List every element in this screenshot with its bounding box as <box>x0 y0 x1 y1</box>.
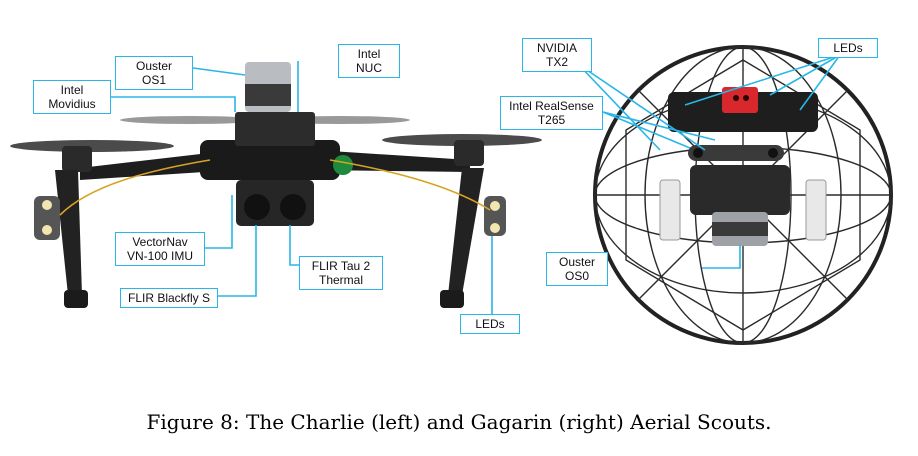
charlie-drone <box>10 62 542 308</box>
realsense-t265 <box>688 145 784 161</box>
callout-intel-realsense: Intel RealSense T265 <box>500 96 603 130</box>
callout-intel-movidius: Intel Movidius <box>33 80 111 114</box>
blackfly-lens <box>244 194 270 220</box>
thermal-lens <box>280 194 306 220</box>
callout-nvidia-tx2: NVIDIA TX2 <box>522 38 592 72</box>
tx2-port-2 <box>743 95 749 101</box>
center-body <box>200 140 340 180</box>
wire-right <box>329 159 491 211</box>
led-right-2 <box>490 223 500 233</box>
leg-right <box>448 168 484 295</box>
propeller-left <box>10 140 174 152</box>
os0-band <box>712 222 768 236</box>
realsense-lens-2 <box>768 148 778 158</box>
callout-leds-right: LEDs <box>818 38 878 58</box>
callout-flir-blackfly: FLIR Blackfly S <box>120 288 218 308</box>
lidar-band <box>245 84 291 106</box>
callout-intel-nuc: Intel NUC <box>338 44 400 78</box>
led-left-1 <box>42 200 52 210</box>
gagarin-body-lower <box>690 165 790 215</box>
gagarin-drone <box>593 45 893 345</box>
strut-right <box>805 179 827 241</box>
callout-flir-tau: FLIR Tau 2 Thermal <box>299 256 383 290</box>
led-left-2 <box>42 225 52 235</box>
compute-stack <box>235 112 315 146</box>
arm-right <box>315 150 470 172</box>
foot-right <box>440 290 464 308</box>
strut-left <box>659 179 681 241</box>
motor-right <box>454 140 484 166</box>
callout-leds-left: LEDs <box>460 314 520 334</box>
figure-caption: Figure 8: The Charlie (left) and Gagarin… <box>146 410 772 434</box>
leg-left <box>55 170 82 295</box>
callout-ouster-os0: Ouster OS0 <box>546 252 608 286</box>
led-right-1 <box>490 201 500 211</box>
led-module-left <box>34 196 60 240</box>
tx2-module-red <box>722 87 758 113</box>
leader-lines-left <box>111 61 493 314</box>
arm-left <box>80 150 235 180</box>
propeller-back-left <box>120 116 260 124</box>
leader-lines-right <box>577 54 841 269</box>
led-module-right <box>484 196 506 236</box>
tx2-port-1 <box>733 95 739 101</box>
green-connector <box>333 155 353 175</box>
foot-left <box>64 290 88 308</box>
realsense-lens-1 <box>693 148 703 158</box>
callout-ouster-os1: Ouster OS1 <box>115 56 193 90</box>
callout-vectornav: VectorNav VN-100 IMU <box>115 232 205 266</box>
wire-left <box>59 159 211 216</box>
motor-left <box>62 146 92 172</box>
